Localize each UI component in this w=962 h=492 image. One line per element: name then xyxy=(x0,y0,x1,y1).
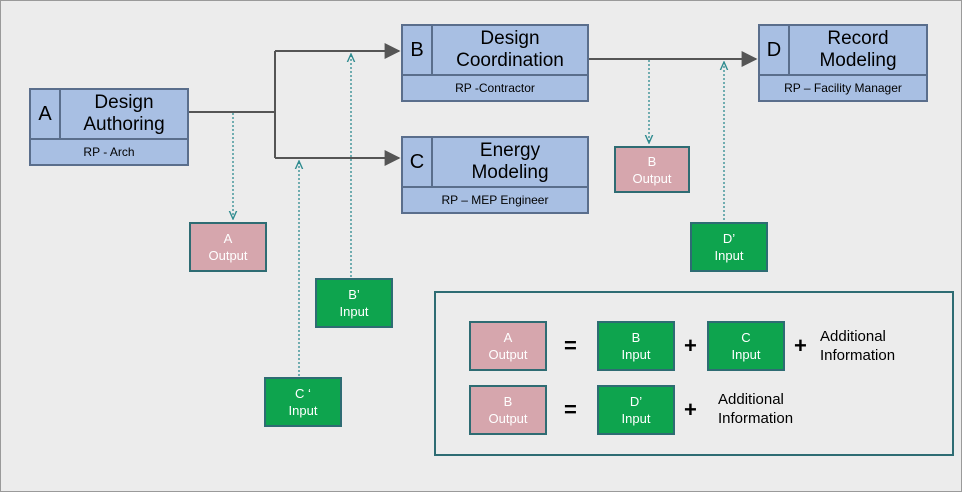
process-letter: D xyxy=(760,26,790,74)
exchange-d-input: D’ Input xyxy=(690,222,768,272)
legend-row1-equals: = xyxy=(564,333,577,358)
legend-label-line2: Input xyxy=(731,347,761,362)
legend-row1-plus1: + xyxy=(684,333,697,358)
legend-row2-d-input: D’ Input xyxy=(597,385,675,435)
process-role: RP -Contractor xyxy=(403,74,587,100)
process-a-design-authoring: A Design Authoring RP - Arch xyxy=(29,88,189,166)
legend-info-line2: Information xyxy=(820,347,896,364)
exchange-label-line1: A xyxy=(223,231,233,246)
legend-row2-equals: = xyxy=(564,397,577,422)
process-title-line2: Modeling xyxy=(471,162,549,183)
process-title-line1: Energy xyxy=(479,140,541,161)
process-title: Design Coordination xyxy=(433,26,587,74)
exchange-b-input: B’ Input xyxy=(315,278,393,328)
process-letter: B xyxy=(403,26,433,74)
legend-label-line1: A xyxy=(503,330,513,345)
legend-label-line1: B xyxy=(631,330,641,345)
legend-row1-b-input: B Input xyxy=(597,321,675,371)
legend-label-line1: D’ xyxy=(629,394,643,409)
legend-info-line1: Additional xyxy=(718,391,784,408)
process-b-design-coordination: B Design Coordination RP -Contractor xyxy=(401,24,589,102)
process-d-record-modeling: D Record Modeling RP – Facility Manager xyxy=(758,24,928,102)
process-title: Energy Modeling xyxy=(433,138,587,186)
process-role: RP – MEP Engineer xyxy=(403,186,587,212)
legend-label-line1: B xyxy=(503,394,513,409)
process-letter: C xyxy=(403,138,433,186)
exchange-label-line2: Input xyxy=(714,248,744,263)
legend-label-line2: Output xyxy=(488,411,528,426)
exchange-label-line2: Output xyxy=(632,170,672,186)
process-title-line2: Coordination xyxy=(456,50,564,71)
exchange-a-output: A Output xyxy=(189,222,267,272)
legend-row1-c-input: C Input xyxy=(707,321,785,371)
legend-label-line2: Input xyxy=(621,347,651,362)
legend-label-line1: C xyxy=(741,330,751,345)
exchange-c-input: C ‘ Input xyxy=(264,377,342,427)
legend-panel: A Output = B Input + C Input + Additiona… xyxy=(434,291,954,456)
legend-row2-b-output: B Output xyxy=(469,385,547,435)
legend-label-line2: Output xyxy=(488,347,528,362)
flow-a-to-b-c xyxy=(189,43,401,166)
process-title: Design Authoring xyxy=(61,90,187,138)
exchange-label-line2: Input xyxy=(339,304,369,319)
exchange-label-line2: Input xyxy=(288,403,318,418)
exchange-label-line2: Output xyxy=(208,248,248,263)
legend-info-line1: Additional xyxy=(820,328,886,345)
exchange-label-line1: B’ xyxy=(348,287,360,302)
legend-info-line2: Information xyxy=(718,410,794,427)
process-title: Record Modeling xyxy=(790,26,926,74)
process-c-energy-modeling: C Energy Modeling RP – MEP Engineer xyxy=(401,136,589,214)
exchange-label-line1: B xyxy=(647,153,657,169)
legend-row2-plus1: + xyxy=(684,397,697,422)
legend-row1-a-output: A Output xyxy=(469,321,547,371)
process-title-line1: Record xyxy=(827,28,889,49)
exchange-label-line1: D’ xyxy=(722,231,736,246)
legend-row1-additional-info: Additional Information xyxy=(820,327,895,365)
legend-label-line2: Input xyxy=(621,411,651,426)
legend-row1-plus2: + xyxy=(794,333,807,358)
process-title-line2: Modeling xyxy=(819,50,897,71)
process-title-line2: Authoring xyxy=(83,114,165,135)
process-letter: A xyxy=(31,90,61,138)
process-role: RP - Arch xyxy=(31,138,187,164)
exchange-label-line1: C ‘ xyxy=(295,386,311,401)
process-role: RP – Facility Manager xyxy=(760,74,926,100)
legend-row2-additional-info: Additional Information xyxy=(718,390,793,428)
exchange-b-output: B Output xyxy=(614,146,690,193)
process-title-line1: Design xyxy=(480,28,540,49)
process-title-line1: Design xyxy=(94,92,154,113)
